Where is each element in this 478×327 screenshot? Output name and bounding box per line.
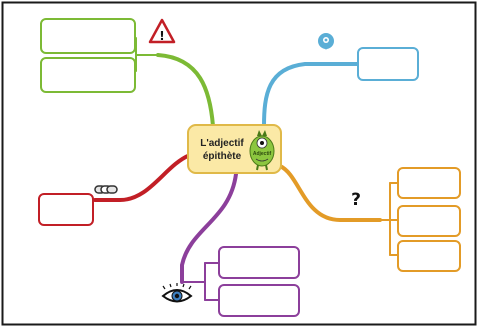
branch-right-connector bbox=[278, 164, 399, 256]
branch-bottom-box-1[interactable] bbox=[218, 246, 300, 279]
eye-icon bbox=[161, 283, 193, 303]
branch-right-box-3[interactable] bbox=[397, 240, 461, 272]
branch-right-box-2[interactable] bbox=[397, 205, 461, 237]
branch-top-left-box-2[interactable] bbox=[40, 57, 136, 93]
branch-left-connector bbox=[93, 153, 192, 202]
svg-text:!: ! bbox=[159, 29, 164, 43]
branch-left-box-1[interactable] bbox=[38, 193, 94, 226]
branch-top-right-box-1[interactable] bbox=[357, 47, 419, 81]
branch-top-left-box-1[interactable] bbox=[40, 18, 136, 54]
central-topic[interactable]: L'adjectif épithète Adjectif bbox=[187, 124, 282, 174]
mascot-label: Adjectif bbox=[253, 151, 272, 157]
central-topic-title-line1: L'adjectif bbox=[200, 138, 244, 149]
branch-right-box-1[interactable] bbox=[397, 167, 461, 199]
warning-icon: ! bbox=[148, 18, 176, 44]
question-mark-icon: ? bbox=[351, 190, 361, 210]
mascot-monster-icon: Adjectif bbox=[249, 130, 275, 171]
location-pin-icon bbox=[318, 33, 334, 50]
central-topic-title-line2: épithète bbox=[203, 151, 242, 162]
branch-bottom-box-2[interactable] bbox=[218, 284, 300, 317]
branch-bottom-connector bbox=[180, 172, 238, 301]
chain-link-icon bbox=[94, 185, 118, 194]
branch-top-right-connector bbox=[262, 62, 360, 128]
